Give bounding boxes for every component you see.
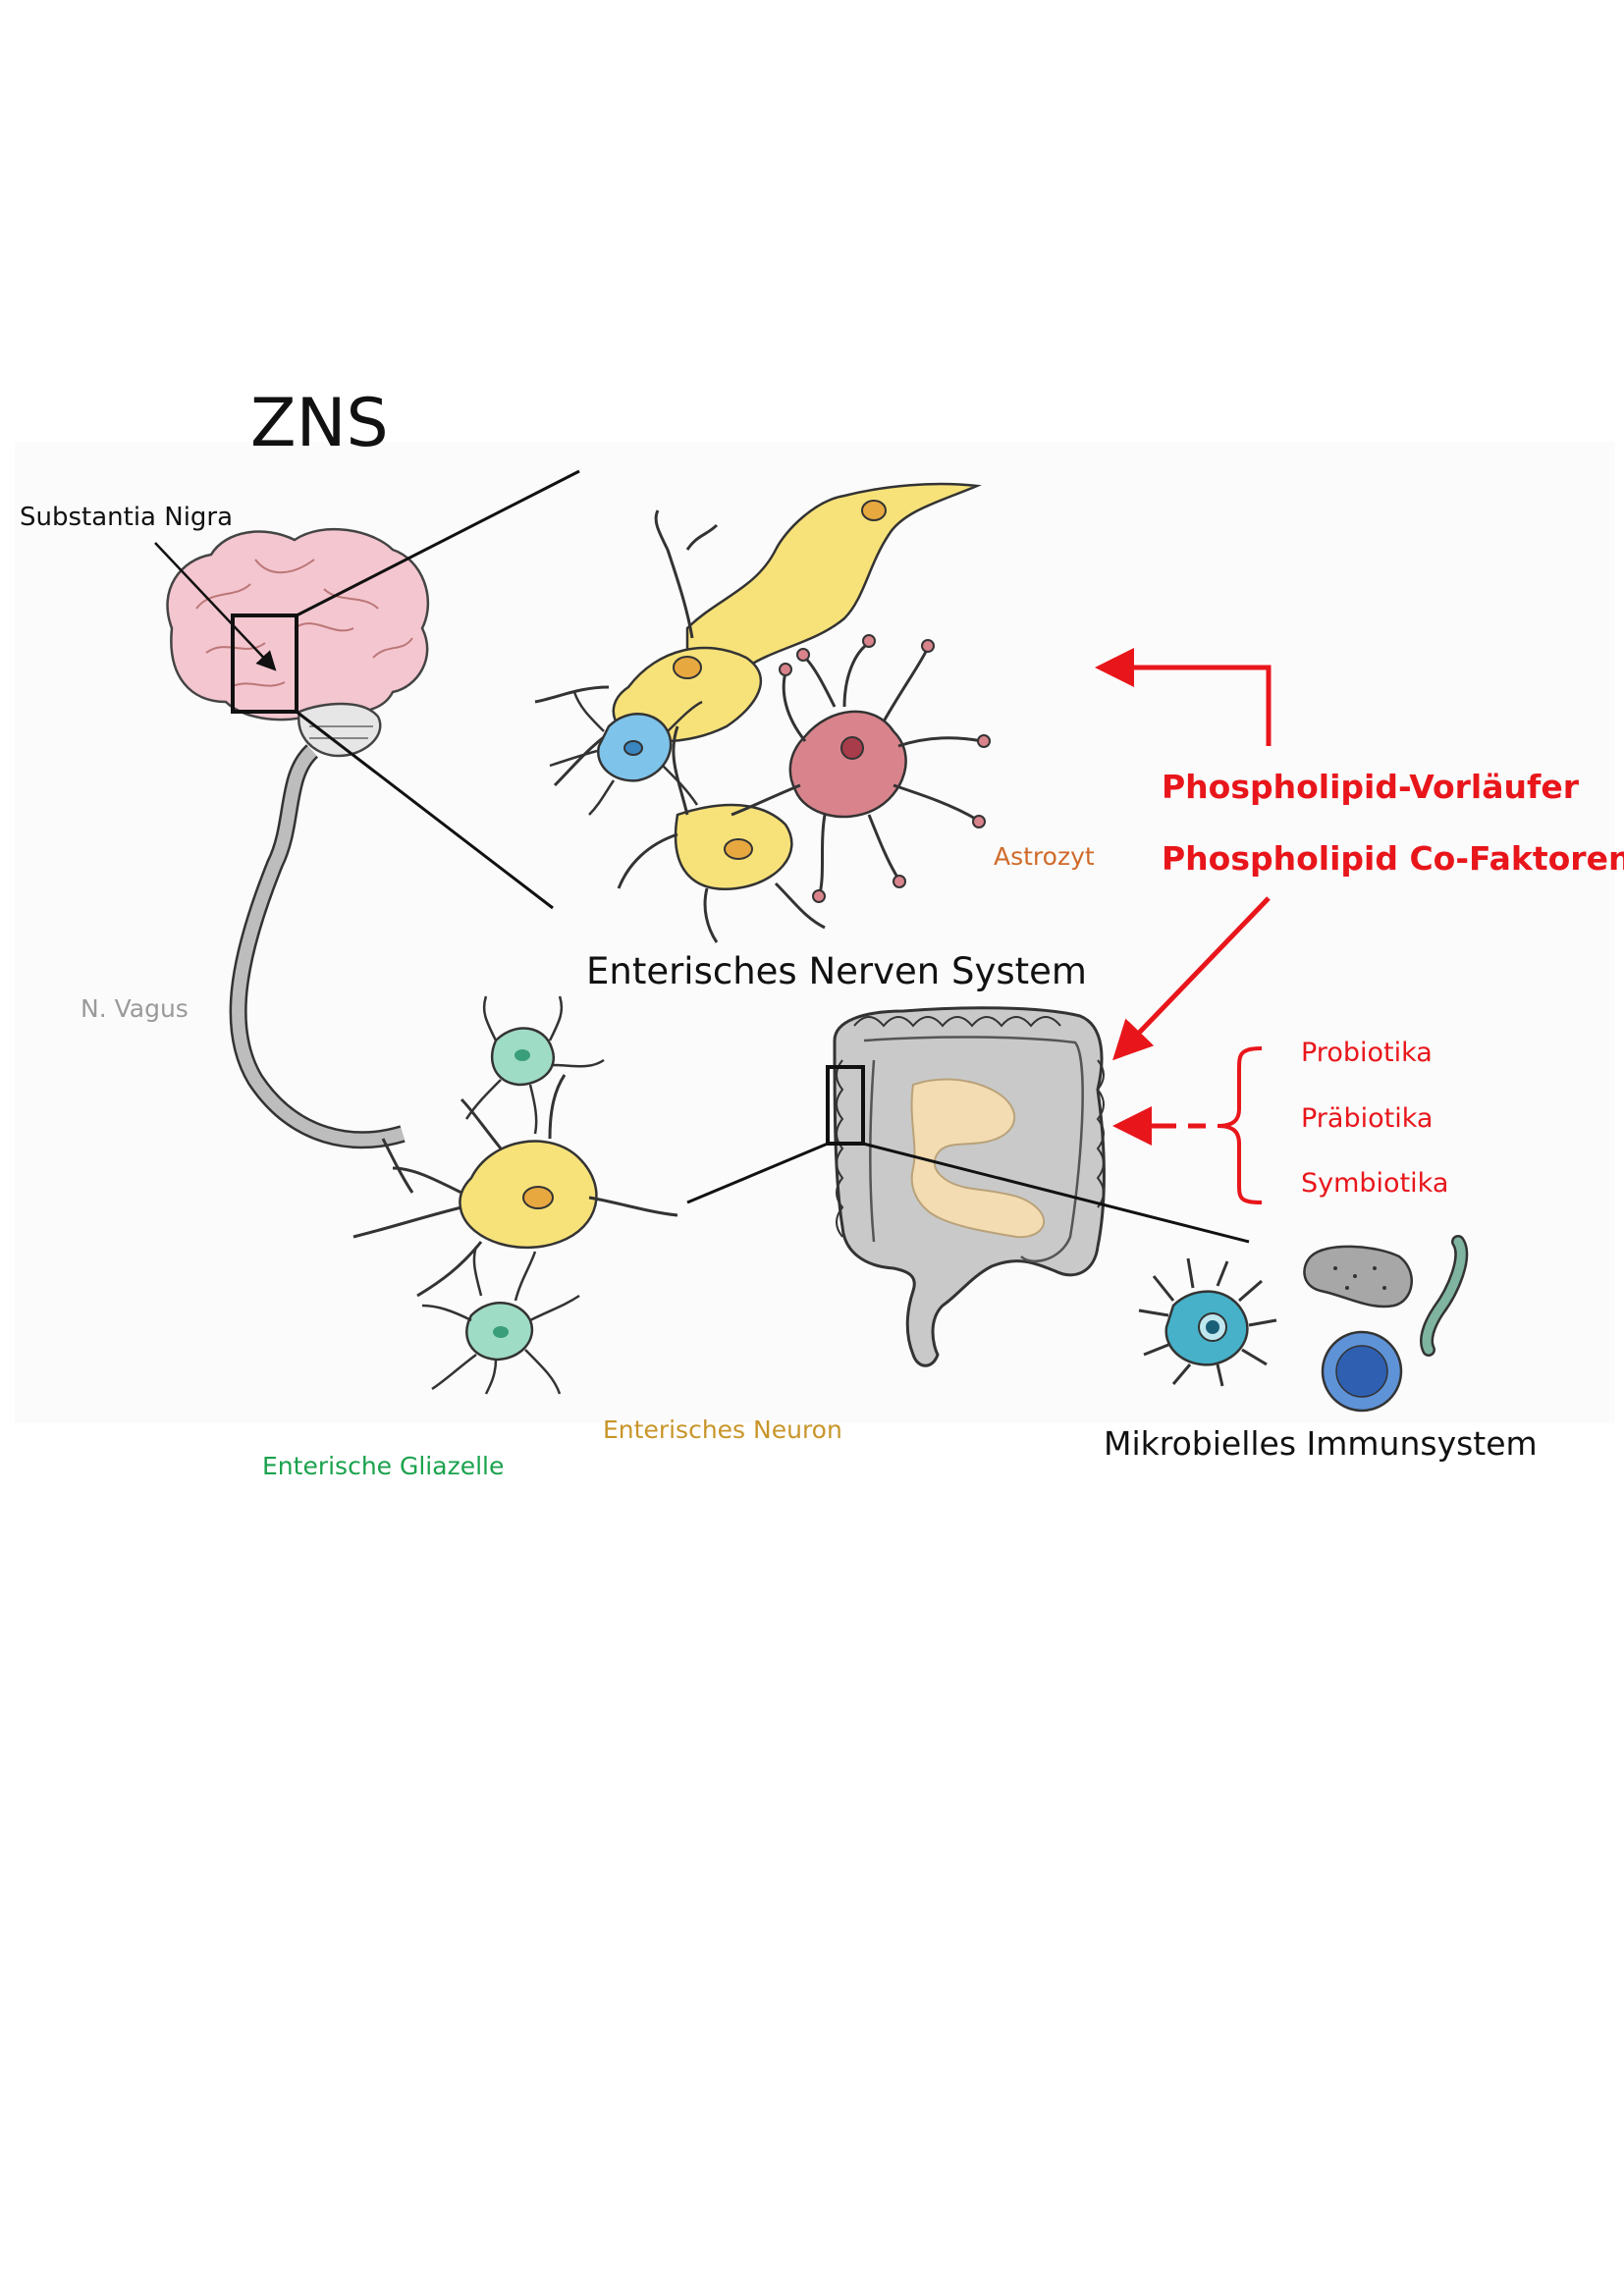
- zoom-line-top: [296, 469, 580, 617]
- vagus-label: N. Vagus: [81, 994, 189, 1023]
- zoom-line-immune: [862, 1142, 1250, 1244]
- astrocyte-network: [534, 482, 991, 943]
- arrow-to-astrocytes: [1095, 648, 1272, 746]
- zns-title: ZNS: [250, 385, 389, 462]
- enteric-glia-label: Enterische Gliazelle: [262, 1452, 505, 1480]
- gut-detail-box: [826, 1065, 865, 1146]
- immune-cells: [1138, 1235, 1469, 1413]
- symbiotika-label: Symbiotika: [1301, 1168, 1449, 1199]
- ens-label: Enterisches Nerven System: [586, 950, 1087, 992]
- vagus-nerve: [232, 746, 405, 1147]
- substantia-nigra-pointer: [154, 542, 277, 671]
- astrozyt-label: Astrozyt: [994, 842, 1095, 871]
- substantia-nigra-box: [231, 614, 298, 714]
- phospholipid-precursor-label: Phospholipid-Vorläufer: [1162, 768, 1580, 806]
- colon: [833, 1006, 1106, 1367]
- phospholipid-cofactor-label: Phospholipid Co-Faktoren: [1162, 839, 1624, 878]
- arrow-to-gut: [1112, 896, 1271, 1061]
- substantia-nigra-label: Substantia Nigra: [20, 503, 234, 532]
- biotics-brace: [1217, 1046, 1263, 1204]
- enteric-neuron-label: Enterisches Neuron: [603, 1415, 842, 1444]
- probiotika-label: Probiotika: [1301, 1038, 1433, 1068]
- enteric-neuron-cluster: [352, 995, 678, 1395]
- praebiotika-label: Präbiotika: [1301, 1103, 1434, 1134]
- zoom-line-bottom: [296, 710, 554, 910]
- immune-system-label: Mikrobielles Immunsystem: [1104, 1424, 1538, 1463]
- zoom-line-ens: [686, 1142, 829, 1204]
